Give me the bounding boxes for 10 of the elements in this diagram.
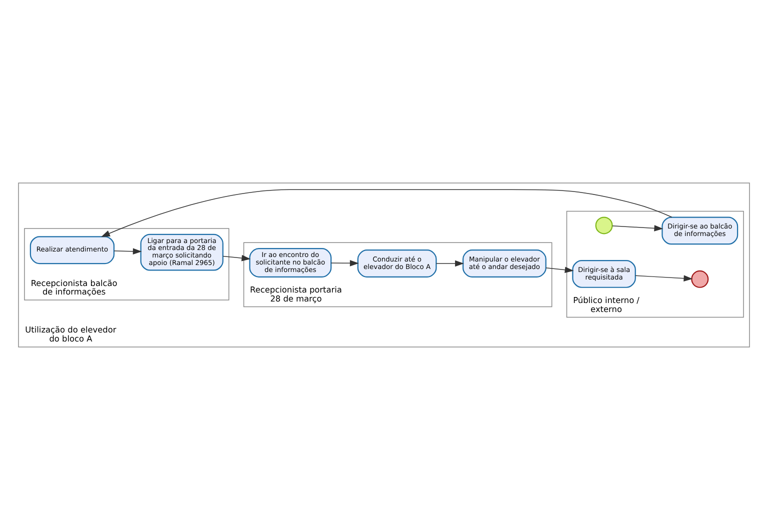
node-circle [691,270,709,288]
arrow [101,189,672,237]
arrow [635,275,693,282]
arrow [546,266,574,273]
arrow [436,260,464,267]
arrow [330,260,359,266]
arrow [612,225,664,232]
arrow [114,248,142,254]
arrow [222,254,251,262]
node-circle [595,216,613,234]
